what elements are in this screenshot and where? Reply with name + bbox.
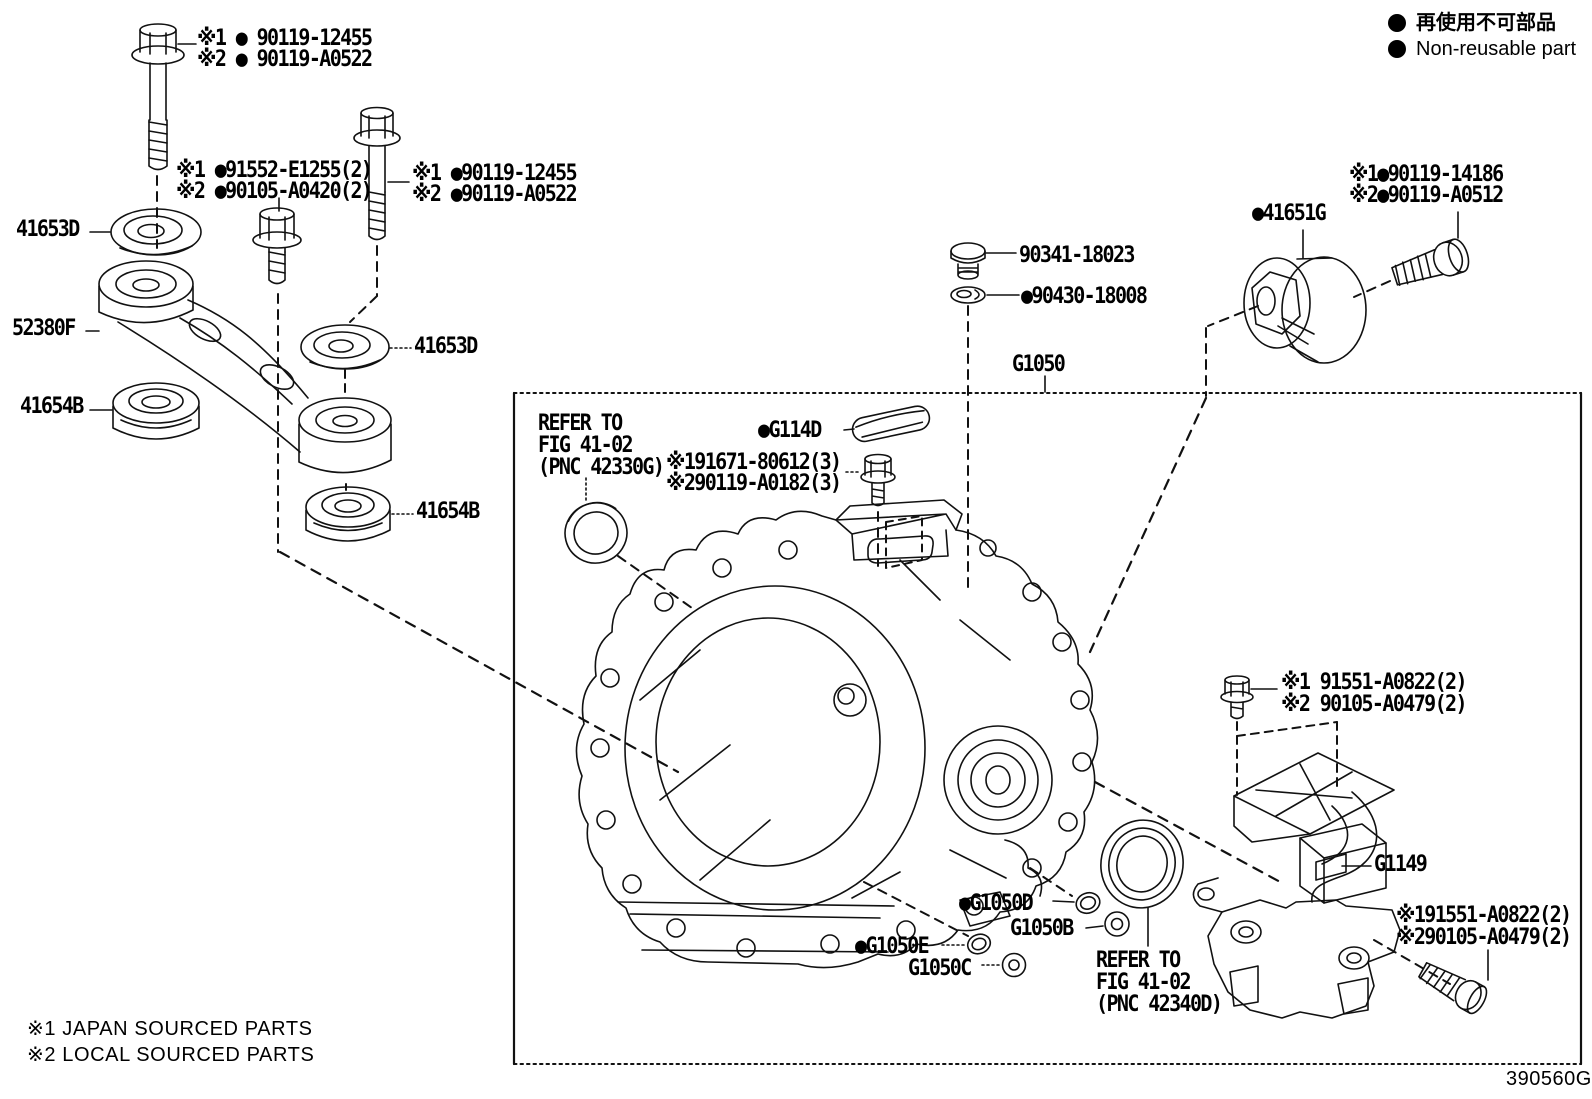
- callout-bolt-center-1: ※1 ●91552-E1255(2): [176, 155, 373, 183]
- bolt-rear: [344, 106, 410, 493]
- non-reusable-dot-icon: [1388, 40, 1406, 58]
- breather-gasket: [950, 286, 1020, 591]
- callout-seal-d: ●G1050D: [959, 888, 1034, 916]
- callout-washer-rear: 41653D: [414, 331, 478, 359]
- callout-bolt-plate-2: ※290119-A0182(3): [666, 468, 842, 496]
- callout-bolt-rear-1: ※1 ●90119-12455: [412, 158, 578, 186]
- figure-code: 390560G: [1506, 1068, 1592, 1090]
- callout-cushion-front: 41654B: [20, 391, 84, 419]
- callout-engine-mount: ●41651G: [1252, 198, 1327, 226]
- refer-lower-2: FIG 41-02: [1096, 967, 1192, 995]
- callout-bracket-bolt-upper-2: ※2 90105-A0479(2): [1281, 689, 1468, 717]
- callout-cushion-rear: 41654B: [416, 496, 480, 524]
- engine-mount: [1088, 229, 1367, 654]
- breather-plug: [950, 242, 1017, 280]
- callout-mount-bolt-2: ※2●90119-A0512: [1349, 180, 1504, 208]
- bolt-center: [252, 197, 680, 774]
- footnote-local-sourced: ※2 LOCAL SOURCED PARTS: [27, 1044, 315, 1066]
- mount-bolt-dash: [1353, 280, 1391, 298]
- plug-g1050c: [1001, 952, 1027, 978]
- callout-torque-rod: 52380F: [12, 313, 76, 341]
- seal-g1050e: [966, 933, 992, 955]
- non-reusable-dot-icon: [1388, 14, 1406, 32]
- plate-g114d: [851, 405, 931, 443]
- callout-breather-gasket: ●90430-18008: [1021, 281, 1148, 309]
- refer-lower-3: (PNC 42340D): [1096, 989, 1223, 1017]
- washer-front: [89, 208, 202, 256]
- torque-rod: [85, 260, 392, 474]
- legend-jp: 再使用不可部品: [1416, 10, 1556, 34]
- plug-g1050b: [1104, 911, 1130, 937]
- washer-rear: [300, 324, 412, 370]
- callout-bolt-center-2: ※2 ●90105-A0420(2): [176, 176, 373, 204]
- seal-g1050d: [1075, 891, 1101, 915]
- callout-bracket-bolt-upper-1: ※1 91551-A0822(2): [1281, 667, 1468, 695]
- callout-bracket-bolt-lower-1: ※191551-A0822(2): [1396, 900, 1572, 928]
- callout-bolt-upper-left-1: ※1 ● 90119-12455: [197, 23, 373, 51]
- refer-upper-2: FIG 41-02: [538, 430, 634, 458]
- cushion-rear: [305, 486, 414, 542]
- footnote-japan-sourced: ※1 JAPAN SOURCED PARTS: [27, 1018, 313, 1040]
- callout-bolt-upper-left-2: ※2 ● 90119-A0522: [197, 44, 373, 72]
- callout-washer-front: 41653D: [16, 214, 80, 242]
- figure-box: [512, 391, 1583, 1066]
- mount-bracket: [1192, 752, 1451, 1019]
- refer-lower-1: REFER TO: [1096, 945, 1181, 973]
- callout-plug-c: G1050C: [908, 953, 972, 981]
- callout-bracket-bolt-lower-2: ※290105-A0479(2): [1396, 922, 1572, 950]
- legend-en: Non-reusable part: [1416, 38, 1577, 60]
- callout-mount-bracket: G1149: [1374, 849, 1428, 877]
- callout-bolt-plate-1: ※191671-80612(3): [666, 447, 842, 475]
- bolt-upper-left: [131, 23, 197, 249]
- callout-mount-bolt-1: ※1●90119-14186: [1349, 159, 1504, 187]
- refer-upper-1: REFER TO: [538, 408, 623, 436]
- seal-lower: [1100, 819, 1184, 909]
- bracket-bolt-upper: [1220, 675, 1338, 796]
- refer-upper-3: (PNC 42330G): [538, 452, 665, 480]
- callout-plug-b: G1050B: [1010, 913, 1074, 941]
- bracket-bolt-lower: [1418, 962, 1488, 1015]
- callout-seal-e: ●G1050E: [855, 931, 930, 959]
- callout-breather-plug: 90341-18023: [1019, 240, 1135, 268]
- callout-plate: ●G114D: [758, 415, 822, 443]
- transaxle-housing: [575, 499, 1099, 969]
- cushion-front: [89, 382, 200, 440]
- bolt-plate: [845, 453, 923, 569]
- callout-transaxle: G1050: [1012, 349, 1066, 377]
- callout-bolt-rear-2: ※2 ●90119-A0522: [412, 179, 578, 207]
- seal-upper: [564, 501, 628, 564]
- mount-bolt: [1391, 238, 1470, 286]
